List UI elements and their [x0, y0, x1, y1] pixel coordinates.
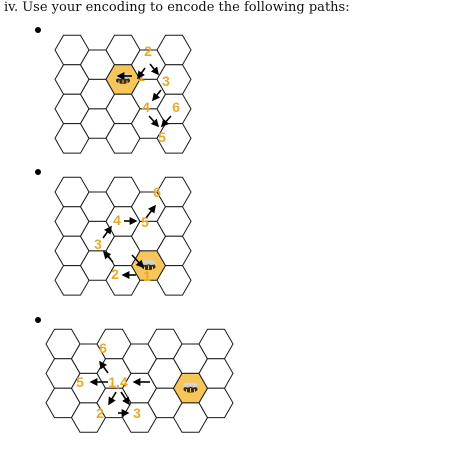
path-arrow: [108, 391, 117, 406]
bullet-2: [35, 169, 41, 175]
step-label: 4: [142, 99, 150, 115]
path-arrow: [160, 115, 172, 128]
step-label: 3: [162, 73, 170, 89]
path-arrow: [149, 63, 159, 76]
step-label: 4: [113, 212, 121, 228]
step-label: 2: [144, 43, 152, 59]
path-arrow: [99, 360, 109, 374]
hex-cell: [156, 265, 192, 296]
step-label: 6: [99, 340, 107, 356]
step-label: 1,4: [108, 374, 128, 390]
bee-icon: [183, 382, 198, 393]
step-label: 5: [141, 214, 149, 230]
bullet-1: [35, 27, 41, 33]
hex-grid: [54, 34, 192, 154]
step-label: 5: [158, 129, 166, 145]
exercise-heading: iv. Use your encoding to encode the foll…: [4, 0, 350, 15]
step-label: 1: [143, 268, 151, 284]
step-label: 6: [172, 99, 180, 115]
path-arrow: [137, 67, 146, 80]
path-arrow: [131, 254, 145, 269]
path-arrow: [145, 204, 156, 219]
hex-cell: [198, 387, 234, 419]
step-label: 3: [94, 236, 102, 252]
bullet-3: [35, 317, 41, 323]
step-label: 5: [76, 374, 84, 390]
path-arrow: [148, 115, 160, 128]
step-label: 2: [111, 266, 119, 282]
path-arrow: [102, 250, 114, 263]
step-label: 6: [153, 184, 161, 200]
path-arrow: [152, 89, 162, 102]
step-label: 2: [96, 405, 104, 421]
path-arrow: [120, 391, 130, 406]
path-arrow: [102, 225, 112, 239]
hex-cell: [156, 123, 192, 154]
step-label: 3: [133, 405, 141, 421]
